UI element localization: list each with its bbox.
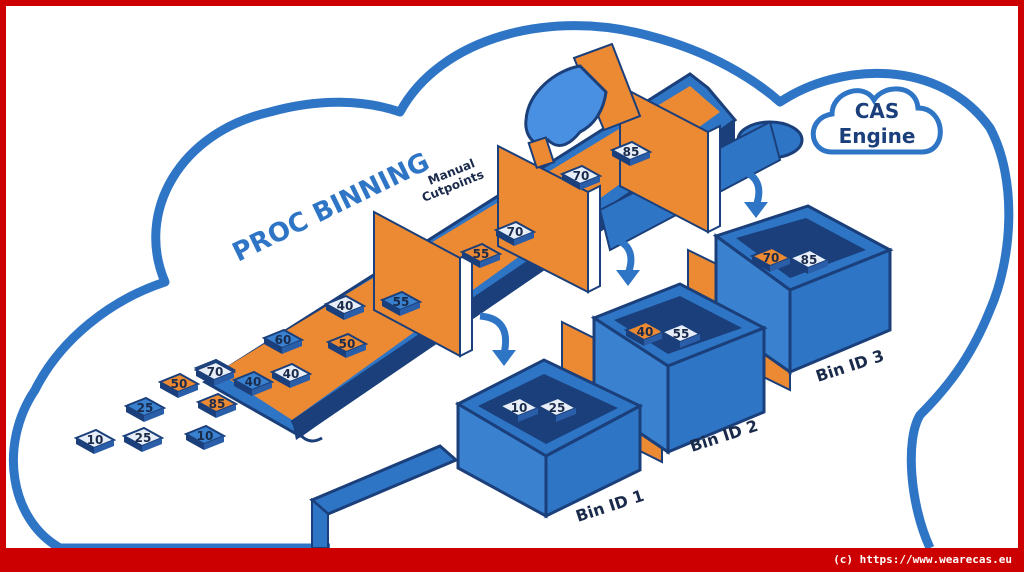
value-label: 70 bbox=[207, 365, 224, 379]
conveyor-block: 70 bbox=[493, 220, 537, 246]
binning-illustration: CAS Engine PROC BINNING Manual Cutpoints bbox=[0, 0, 1024, 548]
value-label: 70 bbox=[573, 169, 590, 183]
copyright-link[interactable]: (c) https://www.wearecas.eu bbox=[833, 553, 1012, 566]
gloved-hand-icon bbox=[524, 42, 642, 170]
loose-block: 70 bbox=[193, 360, 237, 386]
value-label: 50 bbox=[339, 337, 356, 351]
footer-bar: (c) https://www.wearecas.eu bbox=[0, 548, 1024, 572]
loose-block: 10 bbox=[183, 424, 227, 450]
cutpoint-gate-1 bbox=[373, 210, 473, 358]
image-frame bbox=[0, 0, 1024, 548]
loose-block: 10 bbox=[73, 428, 117, 454]
drop-arrow-bin3 bbox=[733, 166, 768, 218]
value-label: 25 bbox=[137, 401, 154, 415]
value-label: 40 bbox=[245, 375, 262, 389]
loose-block: 25 bbox=[121, 426, 165, 452]
value-label: 70 bbox=[507, 225, 524, 239]
drop-arrow-bin2 bbox=[609, 234, 640, 286]
value-label: 10 bbox=[511, 401, 528, 415]
cas-engine-label-line2: Engine bbox=[839, 124, 916, 148]
value-label: 85 bbox=[801, 253, 818, 267]
conveyor-block: 85 bbox=[609, 140, 653, 166]
loose-block: 50 bbox=[157, 372, 201, 398]
value-label: 55 bbox=[393, 295, 410, 309]
value-label: 50 bbox=[171, 377, 188, 391]
value-label: 85 bbox=[209, 397, 226, 411]
value-label: 55 bbox=[473, 247, 490, 261]
value-label: 70 bbox=[763, 251, 780, 265]
value-label: 10 bbox=[197, 429, 214, 443]
value-label: 60 bbox=[275, 333, 292, 347]
value-label: 40 bbox=[637, 325, 654, 339]
value-label: 40 bbox=[337, 299, 354, 313]
bin-1-block: 10 bbox=[497, 396, 541, 422]
value-label: 55 bbox=[673, 327, 690, 341]
conveyor-block: 60 bbox=[261, 328, 305, 354]
cas-engine-label-line1: CAS bbox=[855, 99, 900, 123]
conveyor-block: 40 bbox=[323, 294, 367, 320]
conveyor-block: 50 bbox=[325, 332, 369, 358]
bin-1-block: 25 bbox=[535, 396, 579, 422]
loose-block: 85 bbox=[195, 392, 239, 418]
conveyor-block: 55 bbox=[379, 290, 423, 316]
conveyor-block: 55 bbox=[459, 242, 503, 268]
cutpoint-gate-2 bbox=[497, 144, 601, 294]
value-label: 40 bbox=[283, 367, 300, 381]
value-label: 25 bbox=[135, 431, 152, 445]
value-label: 25 bbox=[549, 401, 566, 415]
cas-engine-cloud-icon bbox=[810, 86, 943, 155]
bin-3-block: 85 bbox=[787, 248, 831, 274]
value-label: 10 bbox=[87, 433, 104, 447]
cloud-outline bbox=[8, 21, 1014, 548]
cutpoint-gate-3 bbox=[619, 84, 721, 234]
conveyor-block: 70 bbox=[559, 164, 603, 190]
conveyor-block: 40 bbox=[231, 370, 275, 396]
conveyor-block: 40 bbox=[269, 362, 313, 388]
output-pipe bbox=[309, 361, 459, 548]
drop-arrow-bin1 bbox=[479, 312, 516, 366]
value-label: 85 bbox=[623, 145, 640, 159]
bin-2-block: 55 bbox=[659, 322, 703, 348]
loose-block: 25 bbox=[123, 396, 167, 422]
